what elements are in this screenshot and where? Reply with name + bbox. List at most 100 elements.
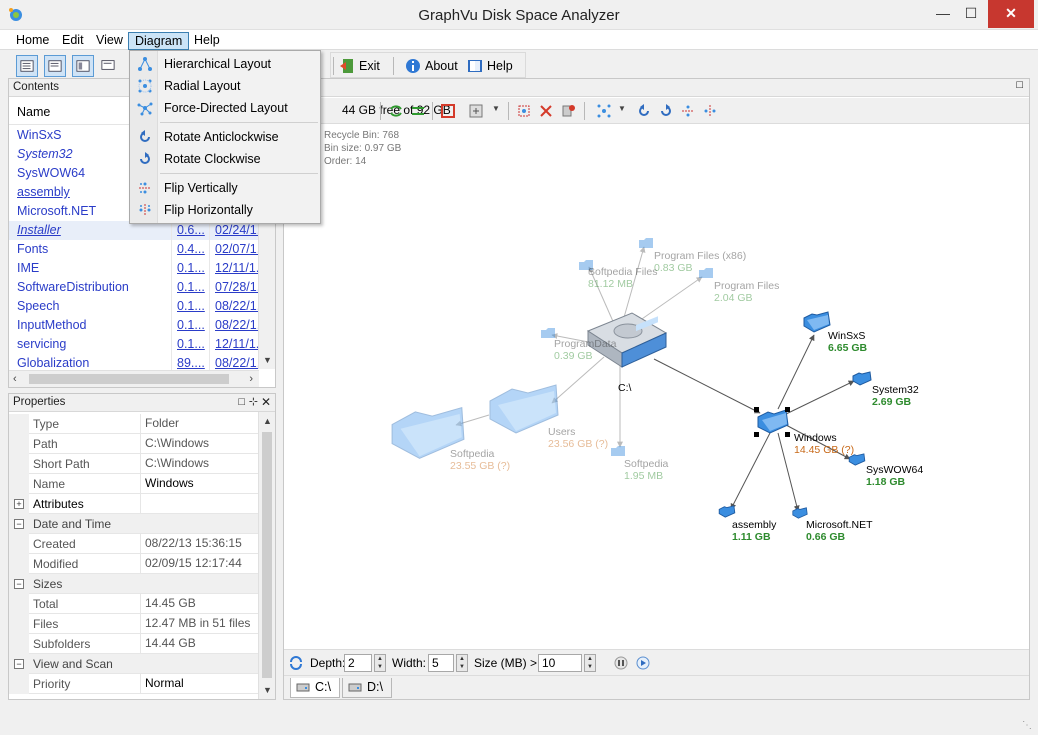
selected-node-windows[interactable] [754, 407, 790, 437]
folder-icon[interactable] [638, 237, 654, 249]
flip-vertically-icon[interactable] [680, 103, 696, 119]
depth-stepper[interactable]: ▲▼ [374, 654, 386, 672]
hard-drive-icon[interactable] [582, 311, 670, 369]
view-list-button[interactable] [44, 55, 66, 77]
scroll-down-icon[interactable]: ▼ [263, 685, 272, 695]
tab-c-drive[interactable]: C:\ [290, 678, 340, 698]
folder-icon[interactable] [610, 445, 626, 457]
play-icon[interactable] [636, 656, 650, 670]
pause-icon[interactable] [614, 656, 628, 670]
zoom-dropdown-icon[interactable]: ▼ [492, 104, 500, 113]
view-details-button[interactable] [98, 55, 120, 77]
menu-home[interactable]: Home [16, 33, 50, 47]
about-button[interactable]: About [403, 56, 458, 78]
folder-icon[interactable] [852, 371, 872, 386]
maximize-button[interactable]: ☐ [964, 5, 978, 21]
menu-item-rotate-anticlockwise[interactable]: Rotate Anticlockwise [132, 126, 318, 148]
collapse-icon[interactable]: − [14, 579, 24, 589]
property-category[interactable]: −Sizes [9, 574, 259, 594]
minimize-button[interactable]: — [936, 5, 950, 21]
panel-close-icon[interactable]: ✕ [260, 395, 271, 409]
folder-icon[interactable] [792, 507, 808, 519]
size-threshold-input[interactable]: 10 [538, 654, 582, 672]
layout-dropdown-icon[interactable]: ▼ [618, 104, 626, 113]
folder-icon[interactable] [698, 267, 714, 279]
menu-item-force-directed-layout[interactable]: Force-Directed Layout [132, 97, 318, 119]
contents-horizontal-scrollbar[interactable]: ‹ › [9, 370, 259, 387]
properties-vertical-scrollbar[interactable]: ▲ ▼ [258, 412, 275, 699]
selection-handle[interactable] [754, 407, 759, 412]
tab-d-drive[interactable]: D:\ [342, 678, 392, 698]
width-input[interactable]: 5 [428, 654, 454, 672]
menu-item-radial-layout[interactable]: Radial Layout [132, 75, 318, 97]
scroll-right-icon[interactable]: › [249, 373, 253, 385]
large-folder-icon[interactable] [488, 383, 560, 435]
scroll-thumb[interactable] [29, 374, 229, 384]
menu-item-flip-vertically[interactable]: Flip Vertically [132, 177, 318, 199]
property-category[interactable]: −Date and Time [9, 514, 259, 534]
menu-item-flip-horizontally[interactable]: Flip Horizontally [132, 199, 318, 221]
delete-node-icon[interactable] [538, 103, 554, 119]
folder-icon[interactable] [718, 505, 736, 518]
view-properties-button[interactable] [72, 55, 94, 77]
scroll-up-icon[interactable]: ▲ [263, 416, 272, 426]
panel-pin-icon[interactable]: ⊹ [248, 396, 258, 408]
folder-icon[interactable] [578, 259, 594, 271]
selection-handle[interactable] [754, 432, 759, 437]
large-folder-icon[interactable] [390, 405, 466, 461]
select-nodes-icon[interactable] [516, 103, 532, 119]
disk-graph-canvas[interactable]: Recycle Bin: 768 Bin size: 0.97 GB Order… [284, 125, 1029, 649]
width-stepper[interactable]: ▲▼ [456, 654, 468, 672]
scroll-down-icon[interactable]: ▼ [263, 355, 272, 365]
rotate-anticlockwise-icon[interactable] [636, 103, 652, 119]
exclude-icon[interactable] [560, 103, 576, 119]
folder-icon[interactable] [802, 311, 832, 333]
panel-float-icon[interactable]: □ [1016, 79, 1023, 91]
menu-item-hierarchical-layout[interactable]: Hierarchical Layout [132, 53, 318, 75]
menu-edit[interactable]: Edit [62, 33, 84, 47]
exit-button[interactable]: Exit [337, 56, 380, 78]
rotate-clockwise-icon[interactable] [658, 103, 674, 119]
size-threshold-stepper[interactable]: ▲▼ [584, 654, 596, 672]
menu-view[interactable]: View [96, 33, 123, 47]
help-button[interactable]: Help [465, 56, 513, 78]
close-button[interactable]: ✕ [988, 0, 1034, 28]
view-tree-button[interactable] [16, 55, 38, 77]
zoom-icon[interactable] [468, 103, 484, 119]
property-category[interactable]: −View and Scan [9, 654, 259, 674]
selection-handle[interactable] [785, 407, 790, 412]
property-row[interactable]: +Attributes [9, 494, 259, 514]
menu-help[interactable]: Help [194, 33, 220, 47]
scroll-left-icon[interactable]: ‹ [13, 373, 17, 385]
menu-diagram[interactable]: Diagram [128, 32, 190, 50]
expand-icon[interactable]: + [14, 499, 24, 509]
depth-input[interactable]: 2 [344, 654, 372, 672]
collapse-icon[interactable]: − [14, 659, 24, 669]
scroll-thumb[interactable] [262, 432, 272, 678]
menu-item-rotate-clockwise[interactable]: Rotate Clockwise [132, 148, 318, 170]
folder-icon[interactable] [848, 453, 866, 466]
collapse-icon[interactable]: − [14, 519, 24, 529]
refresh-icon[interactable] [388, 103, 404, 119]
flip-horizontally-icon[interactable] [702, 103, 718, 119]
rescan-icon[interactable] [410, 103, 426, 119]
folder-icon[interactable] [540, 327, 556, 339]
